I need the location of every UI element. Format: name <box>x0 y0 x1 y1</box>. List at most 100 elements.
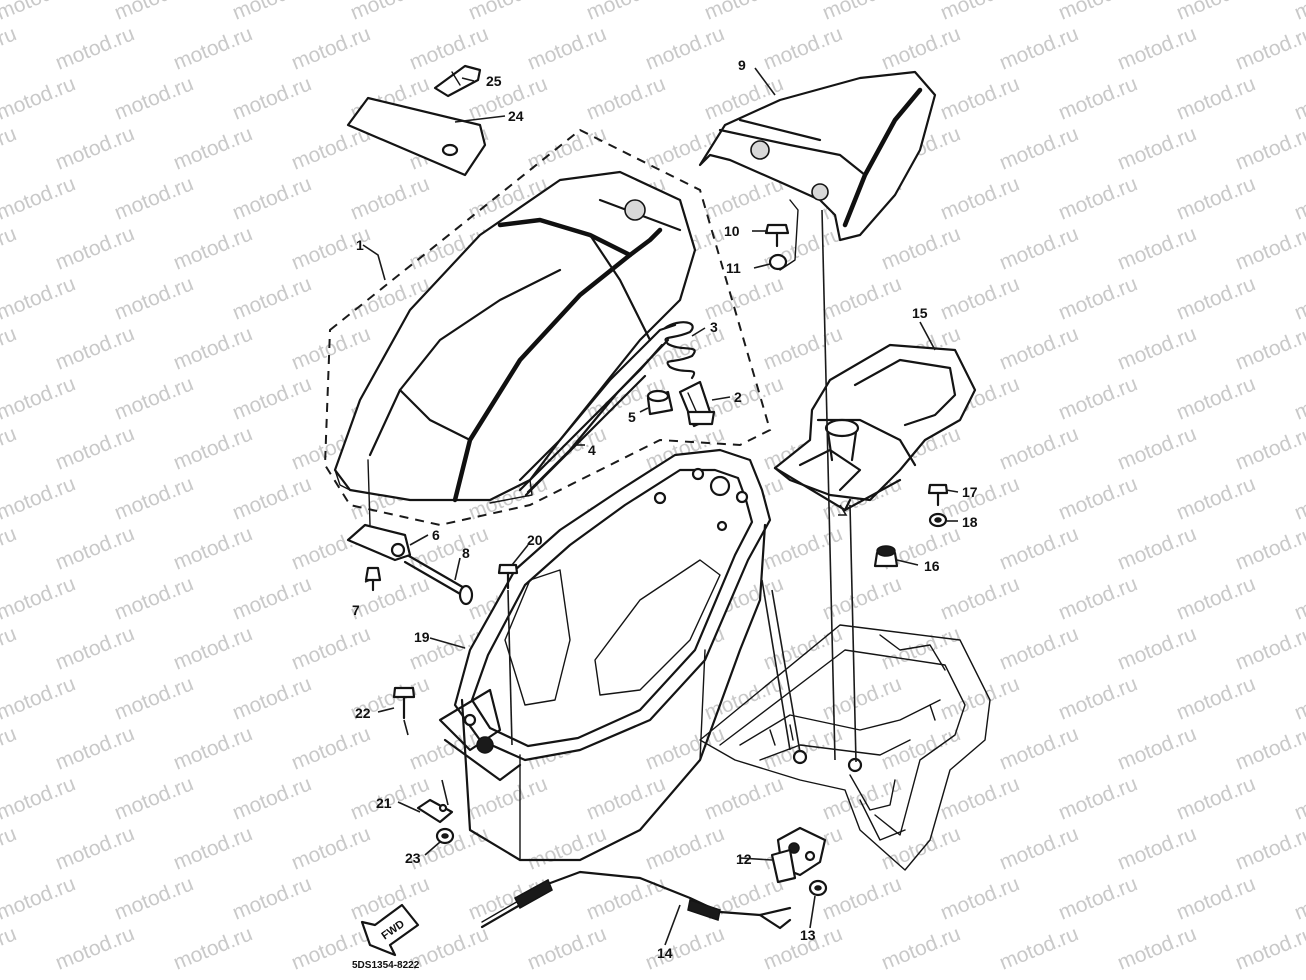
watermark-text: motod.ru <box>1232 522 1306 574</box>
bolt-17 <box>927 483 949 507</box>
watermark-text: motod.ru <box>170 22 255 74</box>
watermark-text: motod.ru <box>0 0 79 25</box>
watermark-text: motod.ru <box>583 72 668 124</box>
watermark-text: motod.ru <box>524 22 609 74</box>
watermark-text: motod.ru <box>1114 122 1199 174</box>
watermark-text: motod.ru <box>0 172 79 224</box>
watermark-text: motod.ru <box>170 222 255 274</box>
watermark-text: motod.ru <box>52 322 137 374</box>
watermark-text: motod.ru <box>996 722 1081 774</box>
fwd-arrow-icon: FWD <box>360 903 420 957</box>
watermark-text: motod.ru <box>170 522 255 574</box>
watermark-text: motod.ru <box>1114 522 1199 574</box>
watermark-text: motod.ru <box>111 572 196 624</box>
drawing-code: 5DS1354-8222 <box>352 960 420 971</box>
bolt-22 <box>392 686 416 720</box>
leader-lines <box>362 67 959 946</box>
watermark-text: motod.ru <box>111 872 196 924</box>
watermark-text: motod.ru <box>937 72 1022 124</box>
watermark-text: motod.ru <box>760 322 845 374</box>
grommet <box>873 545 899 568</box>
watermark-text: motod.ru <box>1055 472 1140 524</box>
callout-17: 17 <box>962 484 978 500</box>
watermark-text: motod.ru <box>52 822 137 874</box>
watermark-text: motod.ru <box>0 272 79 324</box>
watermark-text: motod.ru <box>229 172 314 224</box>
watermark-text: motod.ru <box>1114 722 1199 774</box>
watermark-text: motod.ru <box>170 922 255 974</box>
watermark-text: motod.ru <box>1232 122 1306 174</box>
watermark-text: motod.ru <box>819 872 904 924</box>
watermark-text: motod.ru <box>52 222 137 274</box>
watermark-text: motod.ru <box>288 722 373 774</box>
callout-18: 18 <box>962 514 978 530</box>
watermark-text: motod.ru <box>1055 872 1140 924</box>
main-seat <box>333 170 697 504</box>
watermark-text: motod.ru <box>170 122 255 174</box>
callout-9: 9 <box>738 57 746 73</box>
watermark-text: motod.ru <box>52 722 137 774</box>
bolt-20 <box>497 563 519 590</box>
watermark-text: motod.ru <box>1114 22 1199 74</box>
watermark-text: motod.ru <box>0 222 20 274</box>
watermark-text: motod.ru <box>111 372 196 424</box>
callout-6: 6 <box>432 527 440 543</box>
watermark-text: motod.ru <box>1291 872 1306 924</box>
callout-8: 8 <box>462 545 470 561</box>
watermark-text: motod.ru <box>0 622 20 674</box>
callout-10: 10 <box>724 223 740 239</box>
watermark-text: motod.ru <box>229 472 314 524</box>
bolt-7 <box>364 566 382 592</box>
watermark-text: motod.ru <box>288 22 373 74</box>
watermark-text: motod.ru <box>819 272 904 324</box>
watermark-text: motod.ru <box>878 922 963 974</box>
watermark-text: motod.ru <box>465 772 550 824</box>
washer-18 <box>928 512 948 528</box>
watermark-text: motod.ru <box>1055 772 1140 824</box>
callout-15: 15 <box>912 305 928 321</box>
watermark-text: motod.ru <box>170 722 255 774</box>
watermark-text: motod.ru <box>937 172 1022 224</box>
callout-25: 25 <box>486 73 502 89</box>
watermark-text: motod.ru <box>1232 822 1306 874</box>
watermark-text: motod.ru <box>170 622 255 674</box>
watermark-text: motod.ru <box>1173 672 1258 724</box>
watermark-text: motod.ru <box>524 122 609 174</box>
watermark-text: motod.ru <box>819 672 904 724</box>
watermark-text: motod.ru <box>1173 472 1258 524</box>
mount-bracket <box>779 199 799 271</box>
watermark-text: motod.ru <box>1291 72 1306 124</box>
watermark-text: motod.ru <box>1114 322 1199 374</box>
watermark-text: motod.ru <box>52 22 137 74</box>
watermark-text: motod.ru <box>0 22 20 74</box>
watermark-text: motod.ru <box>937 572 1022 624</box>
watermark-text: motod.ru <box>1291 172 1306 224</box>
storage-box <box>438 448 772 862</box>
watermark-text: motod.ru <box>52 922 137 974</box>
watermark-text: motod.ru <box>1055 372 1140 424</box>
callout-21: 21 <box>376 795 392 811</box>
watermark-text: motod.ru <box>170 822 255 874</box>
seat-band <box>518 343 664 497</box>
watermark-text: motod.ru <box>465 0 550 25</box>
watermark-text: motod.ru <box>760 22 845 74</box>
nut-13 <box>808 879 828 897</box>
watermark-text: motod.ru <box>996 422 1081 474</box>
watermark-text: motod.ru <box>524 922 609 974</box>
watermark-text: motod.ru <box>0 772 79 824</box>
watermark-text: motod.ru <box>229 272 314 324</box>
watermark-text: motod.ru <box>170 322 255 374</box>
watermark-text: motod.ru <box>1173 572 1258 624</box>
watermark-text: motod.ru <box>229 372 314 424</box>
watermark-text: motod.ru <box>878 722 963 774</box>
watermark-text: motod.ru <box>1291 272 1306 324</box>
watermark-text: motod.ru <box>701 772 786 824</box>
watermark-text: motod.ru <box>0 322 20 374</box>
watermark-text: motod.ru <box>229 672 314 724</box>
callout-1: 1 <box>356 237 364 253</box>
clip <box>433 64 482 98</box>
watermark-text: motod.ru <box>52 122 137 174</box>
watermark-text: motod.ru <box>111 472 196 524</box>
